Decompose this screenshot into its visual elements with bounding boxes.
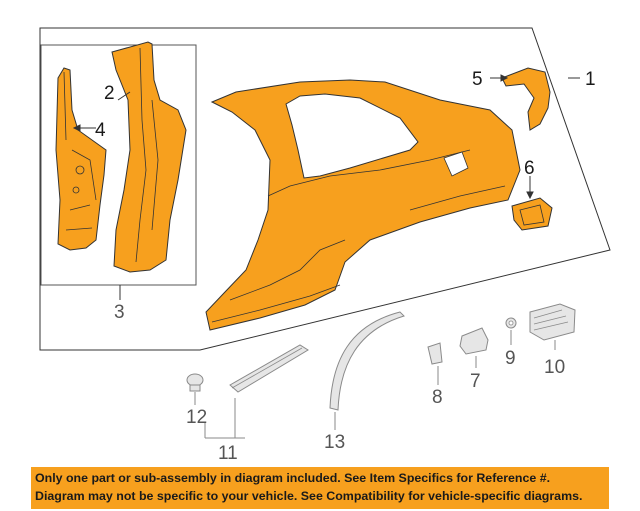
assembly-frame xyxy=(39,27,611,351)
pocket-part-10 xyxy=(529,303,576,341)
disclaimer-line-1: Only one part or sub-assembly in diagram… xyxy=(35,471,551,485)
grommet-part-9 xyxy=(505,317,517,329)
callout-2: 2 xyxy=(104,83,115,104)
clip-part-12 xyxy=(186,373,204,392)
fuel-lid-part-7 xyxy=(459,327,489,355)
inner-pillar-part xyxy=(55,67,107,251)
wheel-molding-part-13 xyxy=(329,311,405,411)
molding-part-11 xyxy=(229,344,309,393)
callout-13: 13 xyxy=(324,432,345,453)
callout-12: 12 xyxy=(186,407,207,428)
callout-10: 10 xyxy=(544,357,565,378)
quarter-panel-part xyxy=(205,79,521,331)
outer-pillar-part xyxy=(111,41,187,273)
bracket-part xyxy=(501,67,551,131)
callout-4: 4 xyxy=(95,120,106,141)
fuel-pocket-part xyxy=(511,197,553,231)
callout-11: 11 xyxy=(218,443,238,464)
callout-9: 9 xyxy=(505,348,516,369)
callout-5: 5 xyxy=(472,69,483,90)
callout-8: 8 xyxy=(432,387,443,408)
callout-3: 3 xyxy=(114,302,125,323)
parts-diagram: 1 2 4 5 6 3 12 11 13 8 7 9 10 xyxy=(39,27,611,464)
callout-6: 6 xyxy=(524,158,535,179)
leader-lines xyxy=(72,74,580,300)
clip-part-8 xyxy=(427,342,443,365)
subassembly-frame xyxy=(40,44,197,286)
leader-lines-grey xyxy=(194,330,556,439)
callout-7: 7 xyxy=(470,371,481,392)
disclaimer-banner: Only one part or sub-assembly in diagram… xyxy=(31,467,609,509)
callout-1: 1 xyxy=(585,69,596,90)
disclaimer-line-2: Diagram may not be specific to your vehi… xyxy=(35,489,583,503)
